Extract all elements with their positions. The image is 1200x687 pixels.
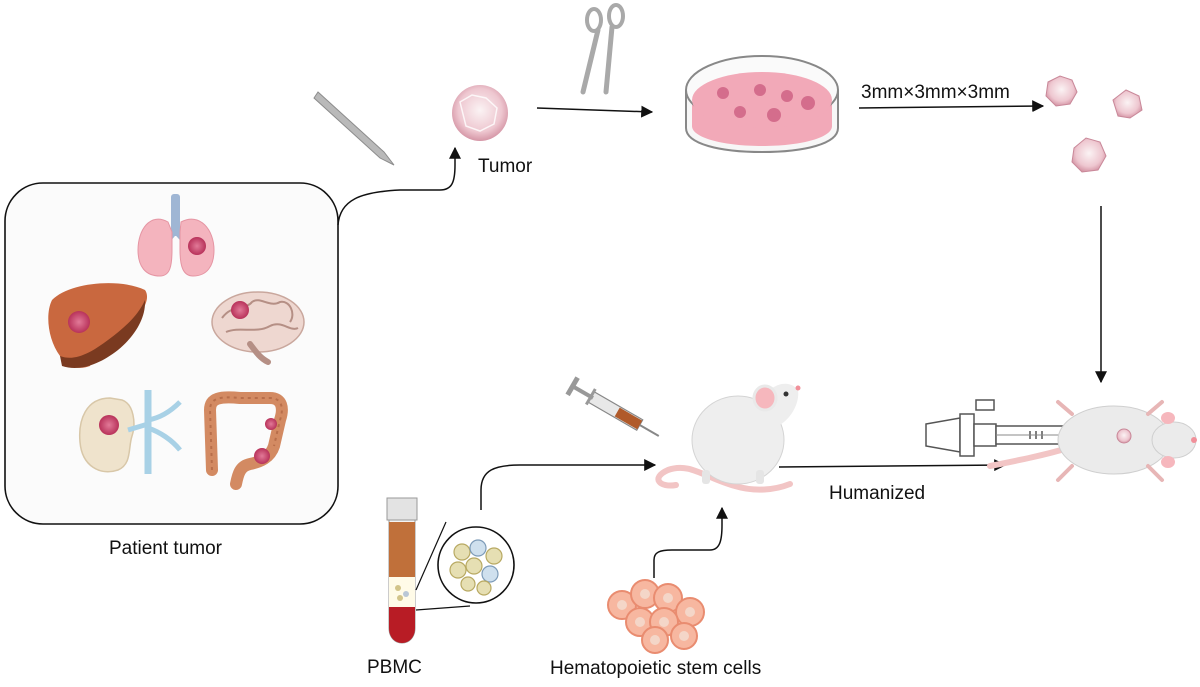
stem-cells-icon [607,579,705,654]
colon-icon [203,391,288,490]
mouse-icon [655,383,801,493]
humanized-label: Humanized [829,483,926,504]
tumor-label: Tumor [478,156,533,177]
tumor-fragments-icon [1045,75,1143,173]
arrow-to-tumor [337,146,461,226]
hsc-label: Hematopoietic stem cells [550,658,762,679]
pbmc-label: PBMC [367,657,422,678]
scissors-icon [580,3,625,95]
brain-icon [211,291,305,365]
arrow-to-fragments [858,100,1045,113]
lungs-icon [137,194,215,277]
arrow-pbmc-to-mouse [480,459,657,510]
dimensions-label: 3mm×3mm×3mm [861,82,1010,103]
tumor-icon [452,85,508,141]
scalpel-icon [313,91,395,166]
petri-dish-icon [685,55,839,154]
liver-icon [48,283,148,369]
kidney-icon [78,390,182,474]
syringe-icon [565,376,660,437]
arrow-humanized [778,459,1007,472]
arrow-to-petri [536,105,654,118]
blood-tube-icon [386,497,418,644]
arrow-hsc-to-mouse [653,506,728,578]
pbmc-cells-icon [415,521,515,611]
humanized-mouse-icon [987,400,1197,482]
patient-tumor-label: Patient tumor [109,538,222,559]
